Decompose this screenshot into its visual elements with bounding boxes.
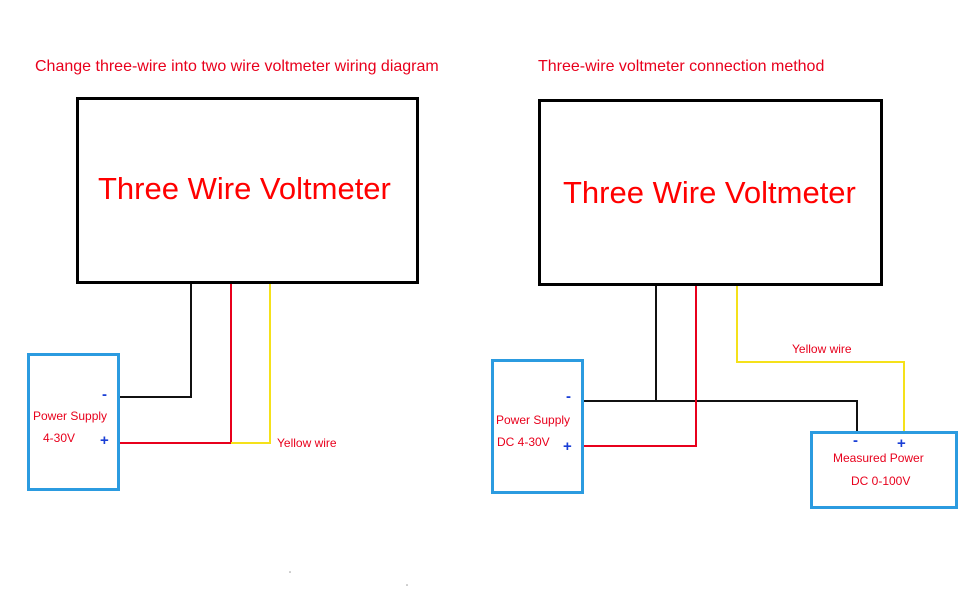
left-yellow-wire xyxy=(231,283,271,444)
stray-dot xyxy=(289,571,291,573)
right-power-supply-minus: - xyxy=(566,388,571,405)
right-voltmeter-label: Three Wire Voltmeter xyxy=(563,175,856,210)
measured-power-plus: + xyxy=(897,435,906,452)
measured-power-box xyxy=(810,431,958,509)
left-voltmeter-box xyxy=(76,97,419,284)
left-power-supply-voltage: 4-30V xyxy=(43,431,76,445)
right-power-supply-label: Power Supply xyxy=(496,413,571,427)
right-red-wire xyxy=(582,285,697,447)
right-diagram-title: Three-wire voltmeter connection method xyxy=(538,58,825,75)
left-power-supply-plus: + xyxy=(100,432,109,449)
right-power-supply-box xyxy=(491,359,584,494)
left-diagram-title: Change three-wire into two wire voltmete… xyxy=(35,58,439,75)
measured-power-label: Measured Power xyxy=(833,451,924,465)
left-power-supply-minus: - xyxy=(102,386,107,403)
left-power-supply-label: Power Supply xyxy=(33,409,108,423)
left-power-supply-box xyxy=(27,353,120,491)
left-red-wire xyxy=(118,283,232,444)
right-yellow-wire-label: Yellow wire xyxy=(792,342,852,356)
measured-power-voltage: DC 0-100V xyxy=(851,474,911,488)
left-yellow-wire-label: Yellow wire xyxy=(277,436,337,450)
right-power-supply-plus: + xyxy=(563,438,572,455)
stray-dot xyxy=(406,584,408,586)
left-voltmeter-label: Three Wire Voltmeter xyxy=(98,171,391,206)
right-yellow-wire xyxy=(736,285,905,433)
right-black-common-wire xyxy=(582,400,858,433)
left-black-wire xyxy=(118,283,192,398)
right-voltmeter-box xyxy=(538,99,883,286)
right-power-supply-voltage: DC 4-30V xyxy=(497,435,550,449)
measured-power-minus: - xyxy=(853,432,858,449)
